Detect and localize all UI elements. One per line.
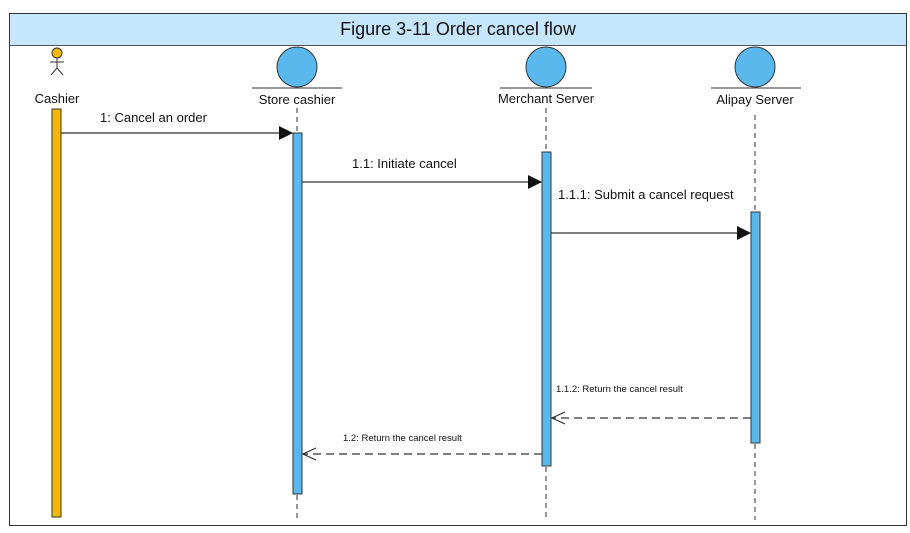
message-label: 1.2: Return the cancel result [343, 433, 462, 444]
entity-icon [525, 46, 567, 88]
message-label: 1.1: Initiate cancel [352, 156, 457, 171]
actor-icon [50, 47, 64, 76]
message-1-1: 1.1: Initiate cancel [302, 156, 542, 189]
participant-label: Cashier [35, 91, 80, 106]
message-1-1-2: 1.1.2: Return the cancel result [550, 384, 751, 425]
activation-bar [292, 132, 303, 495]
entity-icon [734, 46, 776, 88]
participant-merchant-server: Merchant Server [498, 46, 595, 520]
participant-label: Merchant Server [498, 91, 595, 106]
message-label: 1.1.2: Return the cancel result [556, 384, 683, 395]
participant-label: Store cashier [259, 92, 336, 107]
message-1: 1: Cancel an order [61, 110, 293, 140]
message-1-1-1: 1.1.1: Submit a cancel request [551, 187, 751, 240]
participant-store-cashier: Store cashier [252, 46, 342, 520]
activation-bar [750, 211, 761, 444]
message-1-2: 1.2: Return the cancel result [301, 433, 542, 461]
open-arrowhead-icon [301, 447, 317, 461]
activation-bar [51, 108, 62, 518]
participant-label: Alipay Server [716, 92, 794, 107]
activation-bar [541, 151, 552, 467]
figure-title: Figure 3-11 Order cancel flow [10, 14, 906, 46]
message-label: 1.1.1: Submit a cancel request [558, 187, 734, 202]
open-arrowhead-icon [550, 411, 566, 425]
entity-icon [276, 46, 318, 88]
participant-alipay-server: Alipay Server [711, 46, 801, 520]
message-label: 1: Cancel an order [100, 110, 208, 125]
participant-cashier: Cashier [35, 47, 80, 518]
